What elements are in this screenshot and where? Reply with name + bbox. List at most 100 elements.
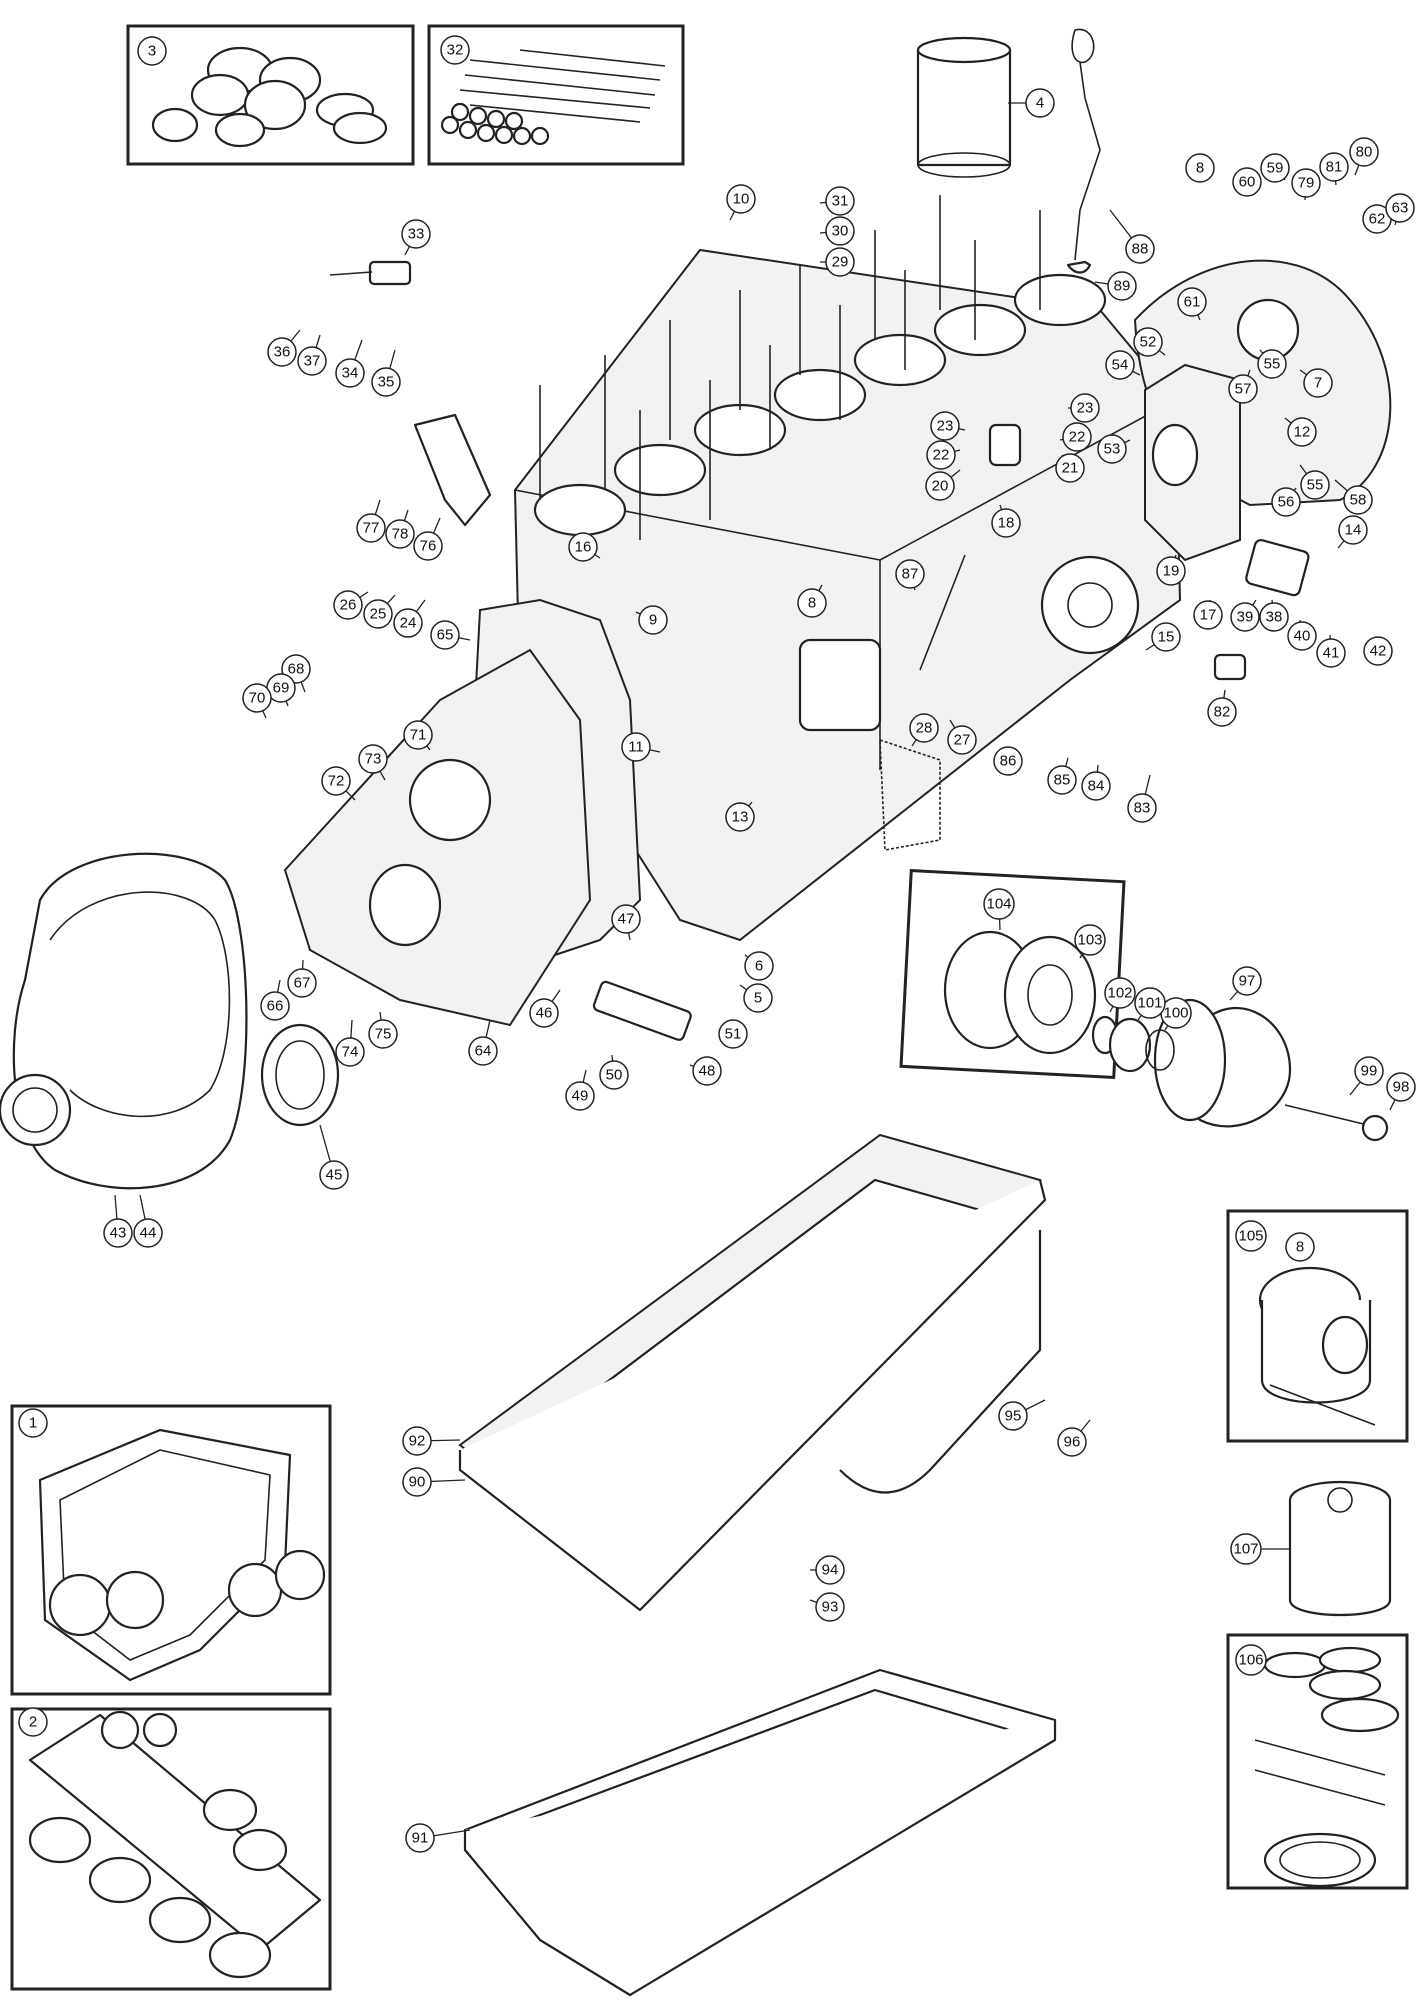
callout-1: 1 — [18, 1408, 48, 1438]
callout-circle — [568, 532, 598, 562]
callout-76: 76 — [413, 531, 443, 561]
callout-87: 87 — [895, 559, 925, 589]
callout-36: 36 — [267, 337, 297, 367]
callout-number: 71 — [410, 727, 427, 744]
callout-circle — [621, 732, 651, 762]
callout-number: 16 — [575, 539, 592, 556]
callout-number: 104 — [986, 896, 1011, 913]
callout-number: 70 — [249, 690, 266, 707]
callout-circle — [1228, 374, 1258, 404]
callout-circle — [402, 1426, 432, 1456]
callout-number: 92 — [409, 1433, 426, 1450]
callout-number: 97 — [1239, 973, 1256, 990]
callout-circle — [529, 998, 559, 1028]
callout-circle — [1127, 793, 1157, 823]
callout-number: 29 — [832, 254, 849, 271]
callout-102: 102 — [1104, 977, 1136, 1009]
callout-number: 100 — [1163, 1005, 1188, 1022]
lifting-bracket — [413, 413, 492, 527]
callout-circle — [393, 608, 423, 638]
callout-circle — [1185, 153, 1215, 183]
gasket-set-two — [28, 1710, 322, 1979]
callout-circle — [368, 1019, 398, 1049]
callout-25: 25 — [363, 599, 393, 629]
callout-number: 96 — [1064, 1434, 1081, 1451]
callout-number: 23 — [1077, 400, 1094, 417]
callout-circle — [440, 35, 470, 65]
callout-circle — [1291, 168, 1321, 198]
callout-number: 102 — [1107, 985, 1132, 1002]
callout-number: 76 — [420, 538, 437, 555]
callout-48: 48 — [692, 1056, 722, 1086]
inset-box-3 — [126, 24, 415, 166]
inset-box-105 — [1226, 1209, 1409, 1443]
callout-number: 80 — [1356, 144, 1373, 161]
callout-49: 49 — [565, 1081, 595, 1111]
callout-circle — [638, 605, 668, 635]
callout-circle — [1207, 697, 1237, 727]
callout-26: 26 — [333, 590, 363, 620]
callout-number: 3 — [148, 43, 156, 60]
callout-circle — [925, 471, 955, 501]
callout-57: 57 — [1228, 374, 1258, 404]
callout-number: 12 — [1294, 424, 1311, 441]
callout-number: 106 — [1238, 1652, 1263, 1669]
callout-circle — [363, 599, 393, 629]
callout-circle — [430, 620, 460, 650]
callout-24: 24 — [393, 608, 423, 638]
callout-circle — [1156, 556, 1186, 586]
callout-circle — [815, 1592, 845, 1622]
core-plugs — [151, 46, 388, 148]
callout-number: 101 — [1137, 995, 1162, 1012]
callout-number: 39 — [1237, 609, 1254, 626]
callout-circle — [599, 1060, 629, 1090]
rear-seal-housing — [1144, 363, 1241, 562]
callout-number: 44 — [140, 1225, 157, 1242]
callout-89: 89 — [1107, 271, 1137, 301]
callout-35: 35 — [371, 367, 401, 397]
callout-circle — [1105, 350, 1135, 380]
callout-number: 55 — [1264, 356, 1281, 373]
callout-69: 69 — [266, 673, 296, 703]
callout-number: 25 — [370, 606, 387, 623]
callout-number: 19 — [1163, 563, 1180, 580]
callout-63: 63 — [1385, 193, 1415, 223]
callout-number: 57 — [1235, 381, 1252, 398]
callout-8: 8 — [1185, 153, 1215, 183]
callout-number: 69 — [273, 680, 290, 697]
callout-number: 72 — [328, 773, 345, 790]
timing-cover-seal — [260, 1023, 340, 1127]
callout-circle — [358, 744, 388, 774]
callout-circle — [744, 951, 774, 981]
inset-box-32 — [427, 24, 685, 166]
cylinder-liner — [916, 36, 1012, 178]
callout-circle — [725, 802, 755, 832]
callout-number: 10 — [733, 191, 750, 208]
callout-65: 65 — [430, 620, 460, 650]
callout-33: 33 — [401, 219, 431, 249]
callout-13: 13 — [725, 802, 755, 832]
callout-number: 6 — [755, 958, 763, 975]
callout-number: 37 — [304, 353, 321, 370]
callout-number: 103 — [1077, 932, 1102, 949]
callout-number: 50 — [606, 1067, 623, 1084]
callout-circle — [909, 713, 939, 743]
callout-18: 18 — [991, 508, 1021, 538]
callout-20: 20 — [925, 471, 955, 501]
callout-number: 4 — [1036, 95, 1044, 112]
callout-98: 98 — [1386, 1072, 1416, 1102]
callout-number: 75 — [375, 1026, 392, 1043]
callout-number: 43 — [110, 1225, 127, 1242]
callout-16: 16 — [568, 532, 598, 562]
callout-number: 2 — [29, 1714, 37, 1731]
callout-103: 103 — [1074, 924, 1106, 956]
callout-circle — [1232, 167, 1262, 197]
callout-number: 9 — [649, 612, 657, 629]
callout-22: 22 — [926, 440, 956, 470]
callout-39: 39 — [1230, 602, 1260, 632]
callout-60: 60 — [1232, 167, 1262, 197]
callout-number: 83 — [1134, 800, 1151, 817]
callout-number: 49 — [572, 1088, 589, 1105]
callout-number: 105 — [1238, 1228, 1263, 1245]
